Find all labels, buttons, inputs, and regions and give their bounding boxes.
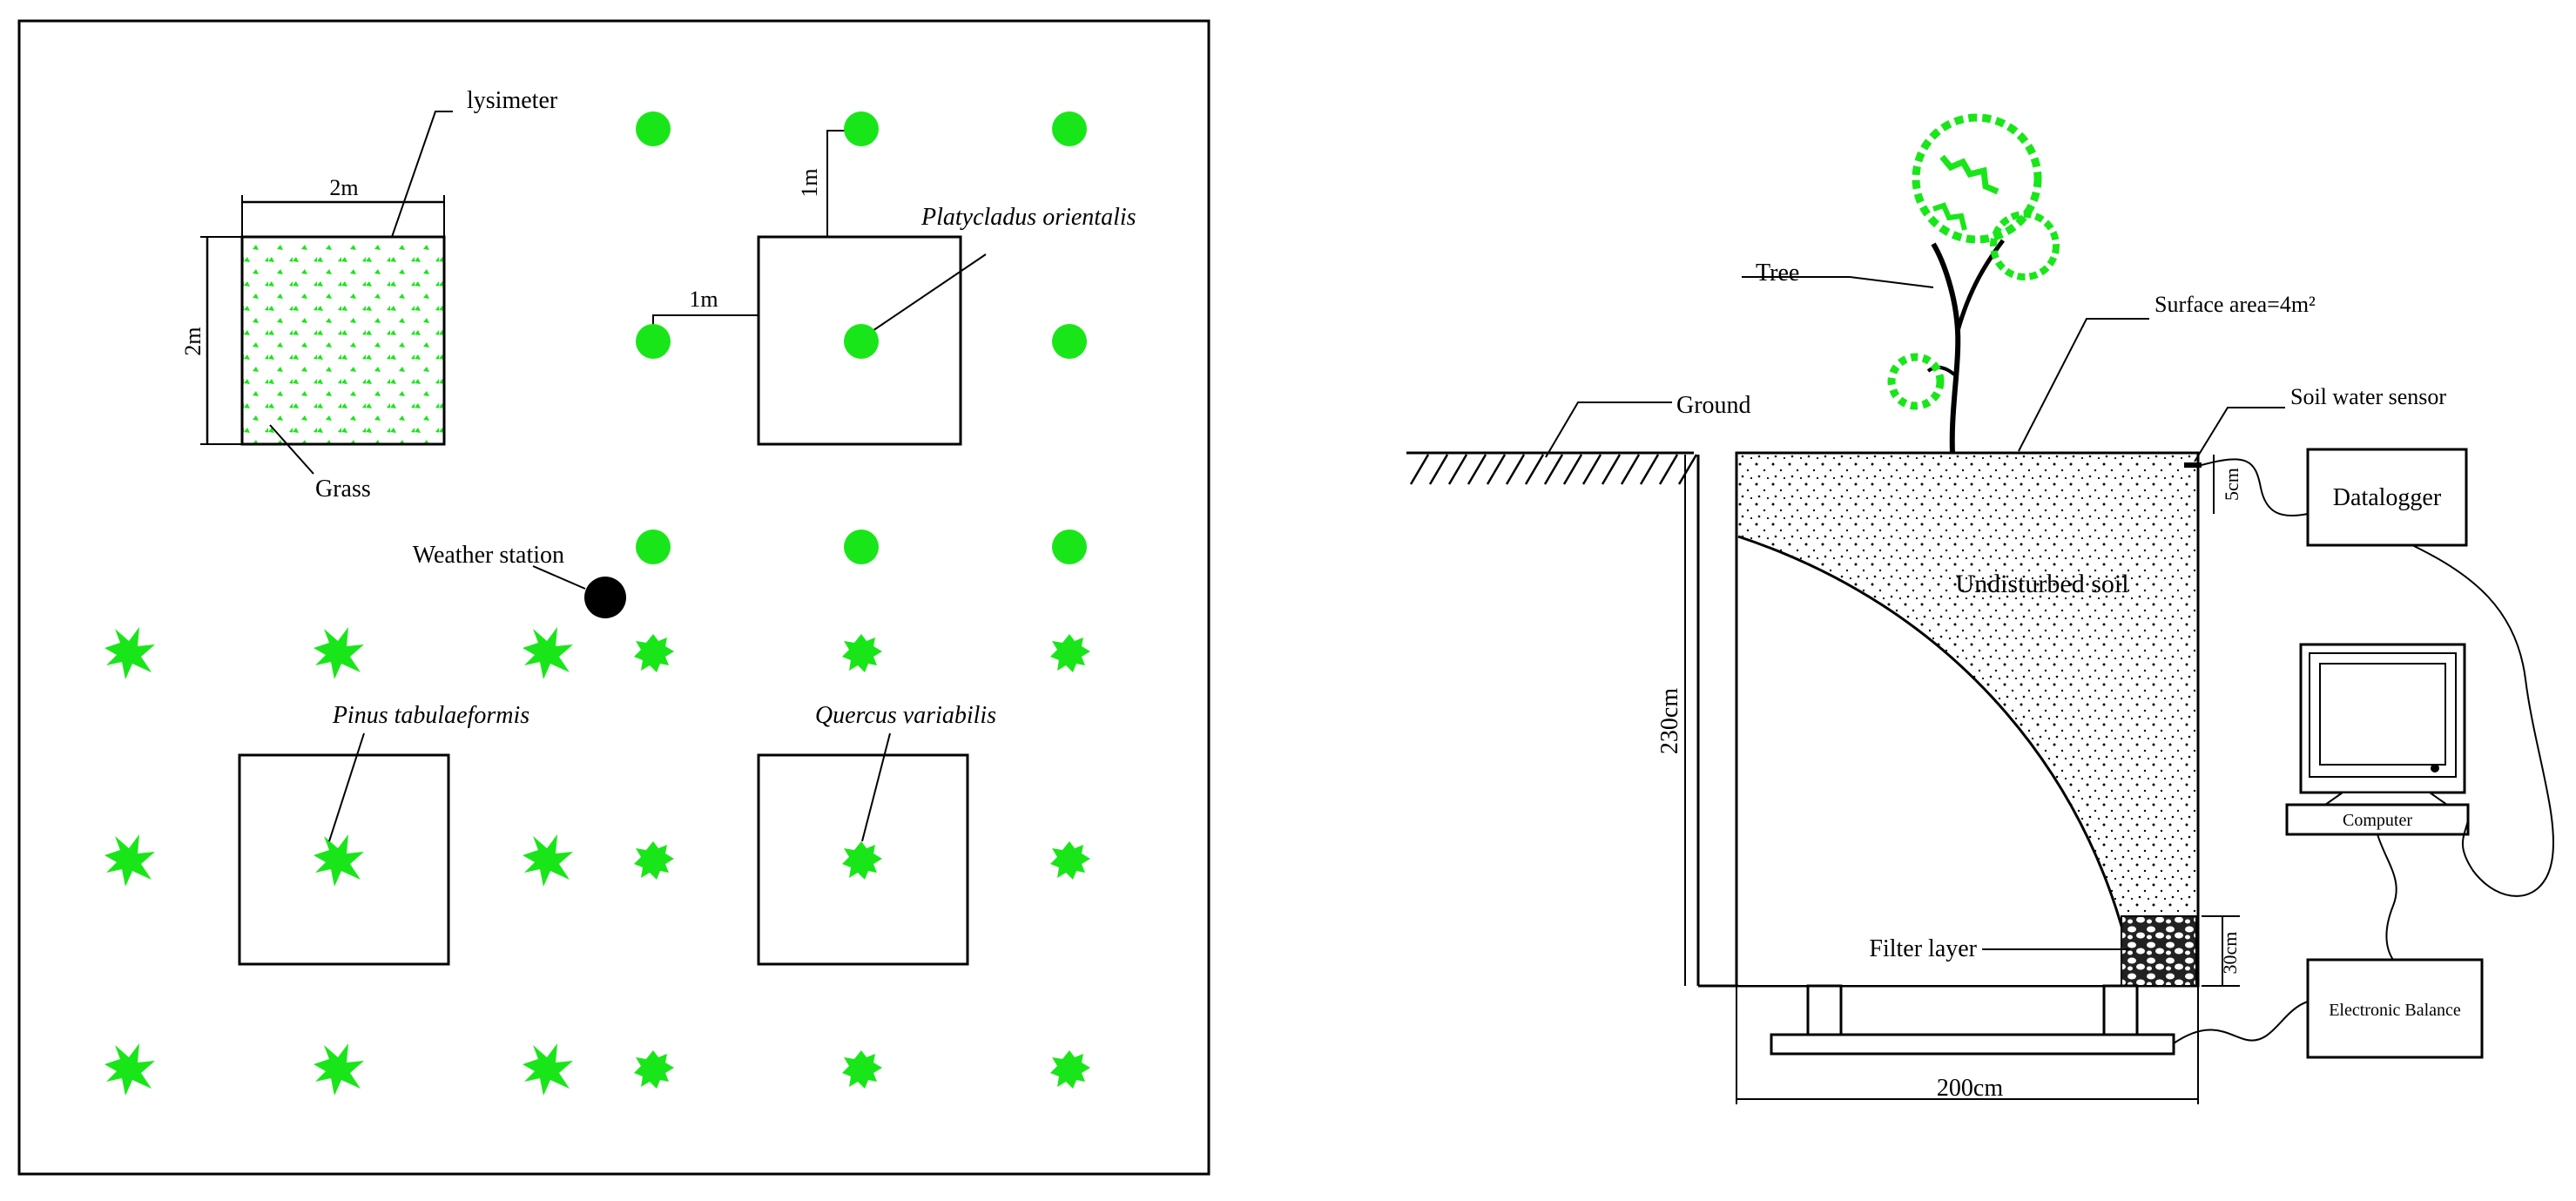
pinus-label: Pinus tabulaeformis — [332, 702, 529, 729]
filter-layer — [2121, 915, 2197, 987]
platycladus-lysimeter — [757, 235, 962, 446]
depth-label: 230cm — [1656, 688, 1683, 754]
tree-icon — [1887, 113, 2060, 454]
grass-label: Grass — [315, 476, 371, 503]
soil-sensor-label: Soil water sensor — [2290, 384, 2446, 409]
grass-lysimeter — [240, 235, 446, 446]
pine-icon — [105, 627, 573, 1096]
lysimeter-label: lysimeter — [467, 87, 558, 114]
spacing-horizontal-label: 1m — [689, 287, 718, 312]
spacing-vertical-label: 1m — [797, 168, 822, 197]
platycladus-icon — [636, 111, 1087, 564]
datalogger-box — [2306, 448, 2468, 547]
undisturbed-soil-label: Undisturbed soil — [1955, 570, 2128, 598]
pinus-lysimeter — [238, 753, 450, 966]
filter-depth-label: 30cm — [2219, 932, 2241, 975]
balance-box — [2306, 958, 2484, 1059]
quercus-lysimeter — [757, 753, 969, 966]
dim-width-label: 2m — [329, 175, 358, 200]
width-label: 200cm — [1937, 1075, 2003, 1102]
plan-frame — [17, 19, 1210, 1176]
quercus-label: Quercus variabilis — [815, 702, 996, 729]
balance-platform — [1770, 1033, 2175, 1056]
computer-label: Computer — [2343, 811, 2412, 830]
tank-cutaway — [1738, 536, 2135, 985]
balance-label: Electronic Balance — [2329, 1001, 2461, 1020]
ground-hatching — [1409, 454, 1698, 485]
dim-height-label: 2m — [180, 327, 206, 355]
weather-station-label: Weather station — [413, 542, 564, 569]
datalogger-label: Datalogger — [2333, 484, 2442, 511]
weather-station-icon — [584, 577, 626, 618]
computer-icon — [2285, 643, 2470, 836]
surface-area-label: Surface area=4m² — [2155, 292, 2316, 317]
stand-leg-left — [1806, 984, 1843, 1036]
sensor-depth-label: 5cm — [2221, 468, 2242, 501]
platycladus-label: Platycladus orientalis — [920, 204, 1136, 231]
tree-label: Tree — [1756, 260, 1799, 287]
ground-label: Ground — [1676, 392, 1751, 419]
stand-leg-right — [2102, 984, 2139, 1036]
filter-label: Filter layer — [1869, 935, 1977, 962]
